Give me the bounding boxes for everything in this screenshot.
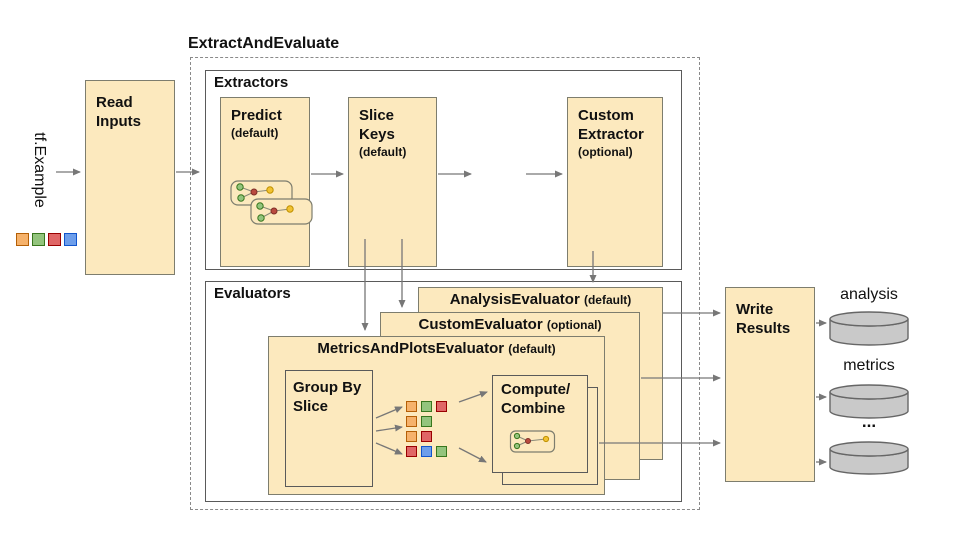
blue-example-square — [421, 446, 432, 457]
red-example-square — [436, 401, 447, 412]
write-results-label: Write Results — [736, 301, 791, 337]
red-example-square — [421, 431, 432, 442]
custom-extractor-qualifier: (optional) — [578, 144, 633, 159]
read-inputs-label: Read Inputs — [96, 94, 141, 130]
orange-example-square — [16, 233, 29, 246]
extractors-title: Extractors — [214, 74, 289, 91]
combine-graph-icon — [509, 430, 556, 453]
custom-extractor-box: Custom Extractor (optional) — [567, 97, 663, 267]
slice-row — [406, 401, 447, 412]
red-example-square — [406, 446, 417, 457]
slice-keys-extractor-box: Slice Keys (default) — [348, 97, 437, 267]
slice-row — [406, 446, 447, 457]
sliced-examples-grid — [406, 401, 447, 461]
other-database-icon — [829, 441, 909, 475]
pipeline-title: ExtractAndEvaluate — [188, 35, 340, 52]
group-by-slice-label: Group By Slice — [293, 379, 362, 415]
analysis-database-icon — [829, 311, 909, 346]
output-analysis-label: analysis — [840, 286, 898, 303]
slice-keys-label: Slice Keys — [359, 107, 395, 143]
compute-combine-box: Compute/ Combine — [492, 375, 588, 473]
extract-and-evaluate-container — [190, 57, 700, 510]
group-by-slice-box: Group By Slice — [285, 370, 373, 487]
blue-example-square — [64, 233, 77, 246]
slice-row — [406, 416, 447, 427]
slice-keys-qualifier: (default) — [359, 144, 407, 159]
orange-example-square — [406, 401, 417, 412]
green-example-square — [32, 233, 45, 246]
compute-combine-line2: Combine — [501, 399, 566, 417]
model-graph-icon — [230, 180, 313, 225]
predict-qualifier: (default) — [231, 125, 279, 140]
orange-example-square — [406, 416, 417, 427]
output-metrics-label: metrics — [843, 357, 895, 374]
green-example-square — [421, 401, 432, 412]
evaluators-title: Evaluators — [214, 285, 291, 302]
compute-combine-line1: Compute/ — [501, 381, 571, 398]
green-example-square — [421, 416, 432, 427]
metrics-and-plots-evaluator-title: MetricsAndPlotsEvaluator (default) — [317, 340, 556, 357]
output-ellipsis-label: ... — [861, 412, 877, 431]
analysis-evaluator-title: AnalysisEvaluator (default) — [449, 291, 632, 308]
predict-label: Predict — [231, 107, 282, 124]
read-inputs-box: Read Inputs — [85, 80, 175, 275]
red-example-square — [48, 233, 61, 246]
write-results-box: Write Results — [725, 287, 815, 482]
custom-evaluator-title: CustomEvaluator (optional) — [418, 316, 602, 333]
input-examples-squares — [16, 233, 77, 246]
slice-row — [406, 431, 447, 442]
orange-example-square — [406, 431, 417, 442]
custom-extractor-label: Custom Extractor — [578, 107, 644, 143]
input-format-label: tf.Example — [31, 132, 48, 208]
green-example-square — [436, 446, 447, 457]
